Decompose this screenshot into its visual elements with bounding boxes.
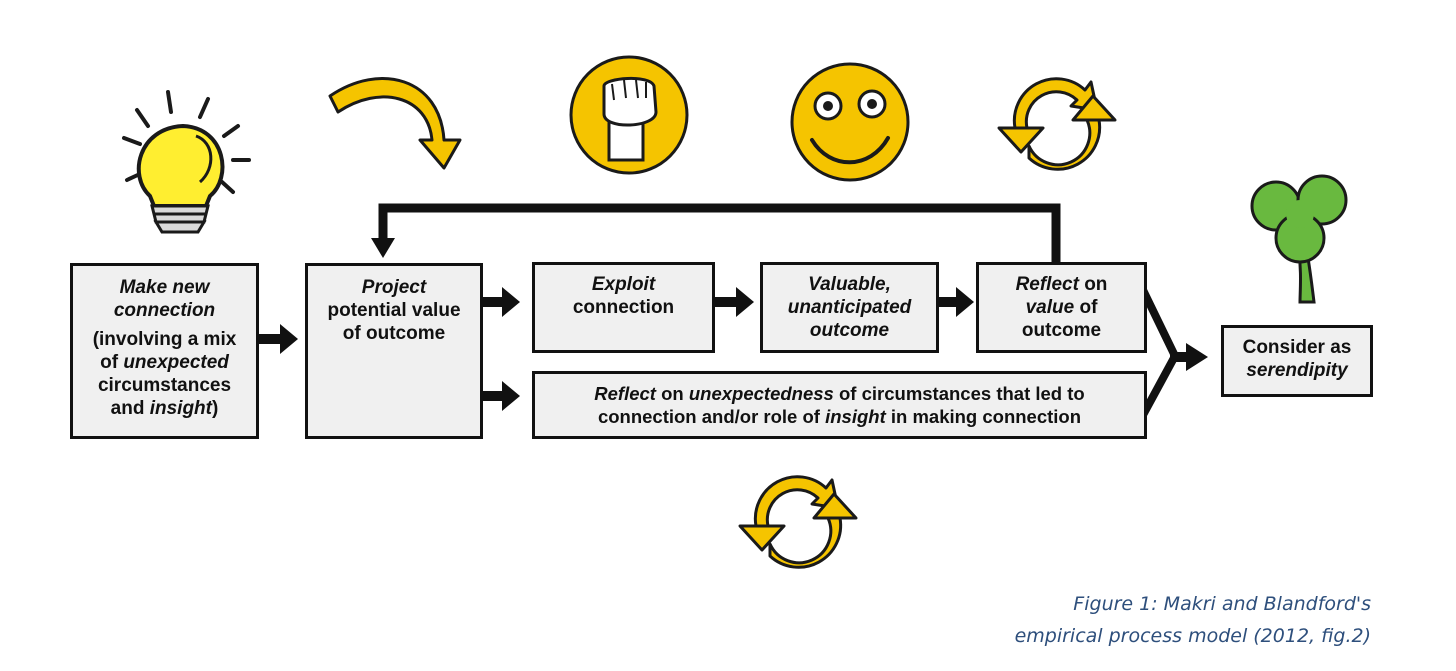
exploit-label: Exploit (591, 274, 656, 295)
unexpectedness-label: unexpectedness (688, 383, 834, 404)
feedback-loop-arrow (371, 203, 1061, 262)
insight-label: insight (825, 406, 886, 427)
circular-arrows-icon (738, 475, 858, 569)
outcome-label: outcome (809, 320, 890, 341)
reflect-label: Reflect (1015, 274, 1079, 295)
and-label: and (110, 398, 150, 419)
curved-arrow-icon (328, 77, 462, 170)
make-new-label: Make new (119, 277, 210, 298)
value-label: value (1025, 297, 1075, 318)
shamrock-icon (1250, 174, 1348, 304)
close-paren-label: ) (212, 398, 219, 419)
potential-value-label: potential value (327, 300, 461, 321)
box-project-potential-value: Project potential value of outcome (305, 263, 483, 439)
arrow-project-to-reflect-unexpectedness (482, 381, 520, 411)
raised-fist-icon (569, 55, 689, 175)
serendipity-label: serendipity (1246, 360, 1348, 381)
caption-line-2: empirical process model (2012, fig.2) (1014, 625, 1371, 647)
of-label: of (1074, 297, 1098, 318)
valuable-label: Valuable, (808, 274, 891, 295)
of-label: of (100, 352, 124, 373)
project-label: Project (361, 277, 427, 298)
unexpected-label: unexpected (123, 352, 229, 373)
making-connection-label: in making connection (885, 406, 1082, 427)
reflect-outcome-label: outcome (1021, 320, 1102, 341)
involving-label: (involving a mix (92, 329, 237, 350)
arrow-project-to-exploit (482, 287, 520, 317)
connection-label: connection (113, 300, 216, 321)
reflect-label: Reflect (594, 383, 656, 404)
on-label: on (655, 383, 689, 404)
connector-arrows (258, 203, 1208, 417)
merge-arrow-to-serendipity (1139, 288, 1208, 417)
unanticipated-label: unanticipated (787, 297, 912, 318)
circumstances-label: circumstances (97, 375, 232, 396)
insight-label: insight (149, 398, 212, 419)
on-label: on (1078, 274, 1108, 295)
box-reflect-on-unexpectedness: Reflect on unexpectedness of circumstanc… (532, 371, 1147, 439)
box-consider-as-serendipity: Consider as serendipity (1221, 325, 1373, 397)
arrow-outcome-to-reflect-value (938, 287, 974, 317)
box-exploit-connection: Exploit connection (532, 262, 715, 353)
circular-arrows-icon (997, 77, 1117, 171)
consider-as-label: Consider as (1242, 337, 1352, 358)
figure-caption: Figure 1: Makri and Blandford's empirica… (1015, 588, 1371, 652)
smiley-face-icon (790, 62, 910, 182)
box-make-new-connection: Make new connection (involving a mix of … (70, 263, 259, 439)
arrow-make-to-project (258, 324, 298, 354)
exploit-connection-label: connection (572, 297, 675, 318)
box-valuable-outcome: Valuable, unanticipated outcome (760, 262, 939, 353)
box-reflect-on-value: Reflect on value of outcome (976, 262, 1147, 353)
caption-line-1: Figure 1: Makri and Blandford's (1073, 593, 1371, 615)
of-outcome-label: of outcome (342, 323, 446, 344)
arrow-exploit-to-outcome (714, 287, 754, 317)
connection-role-label: connection and/or role of (597, 406, 826, 427)
circumstances-led-label: of circumstances that led to (833, 383, 1085, 404)
lightbulb-icon (122, 90, 251, 234)
